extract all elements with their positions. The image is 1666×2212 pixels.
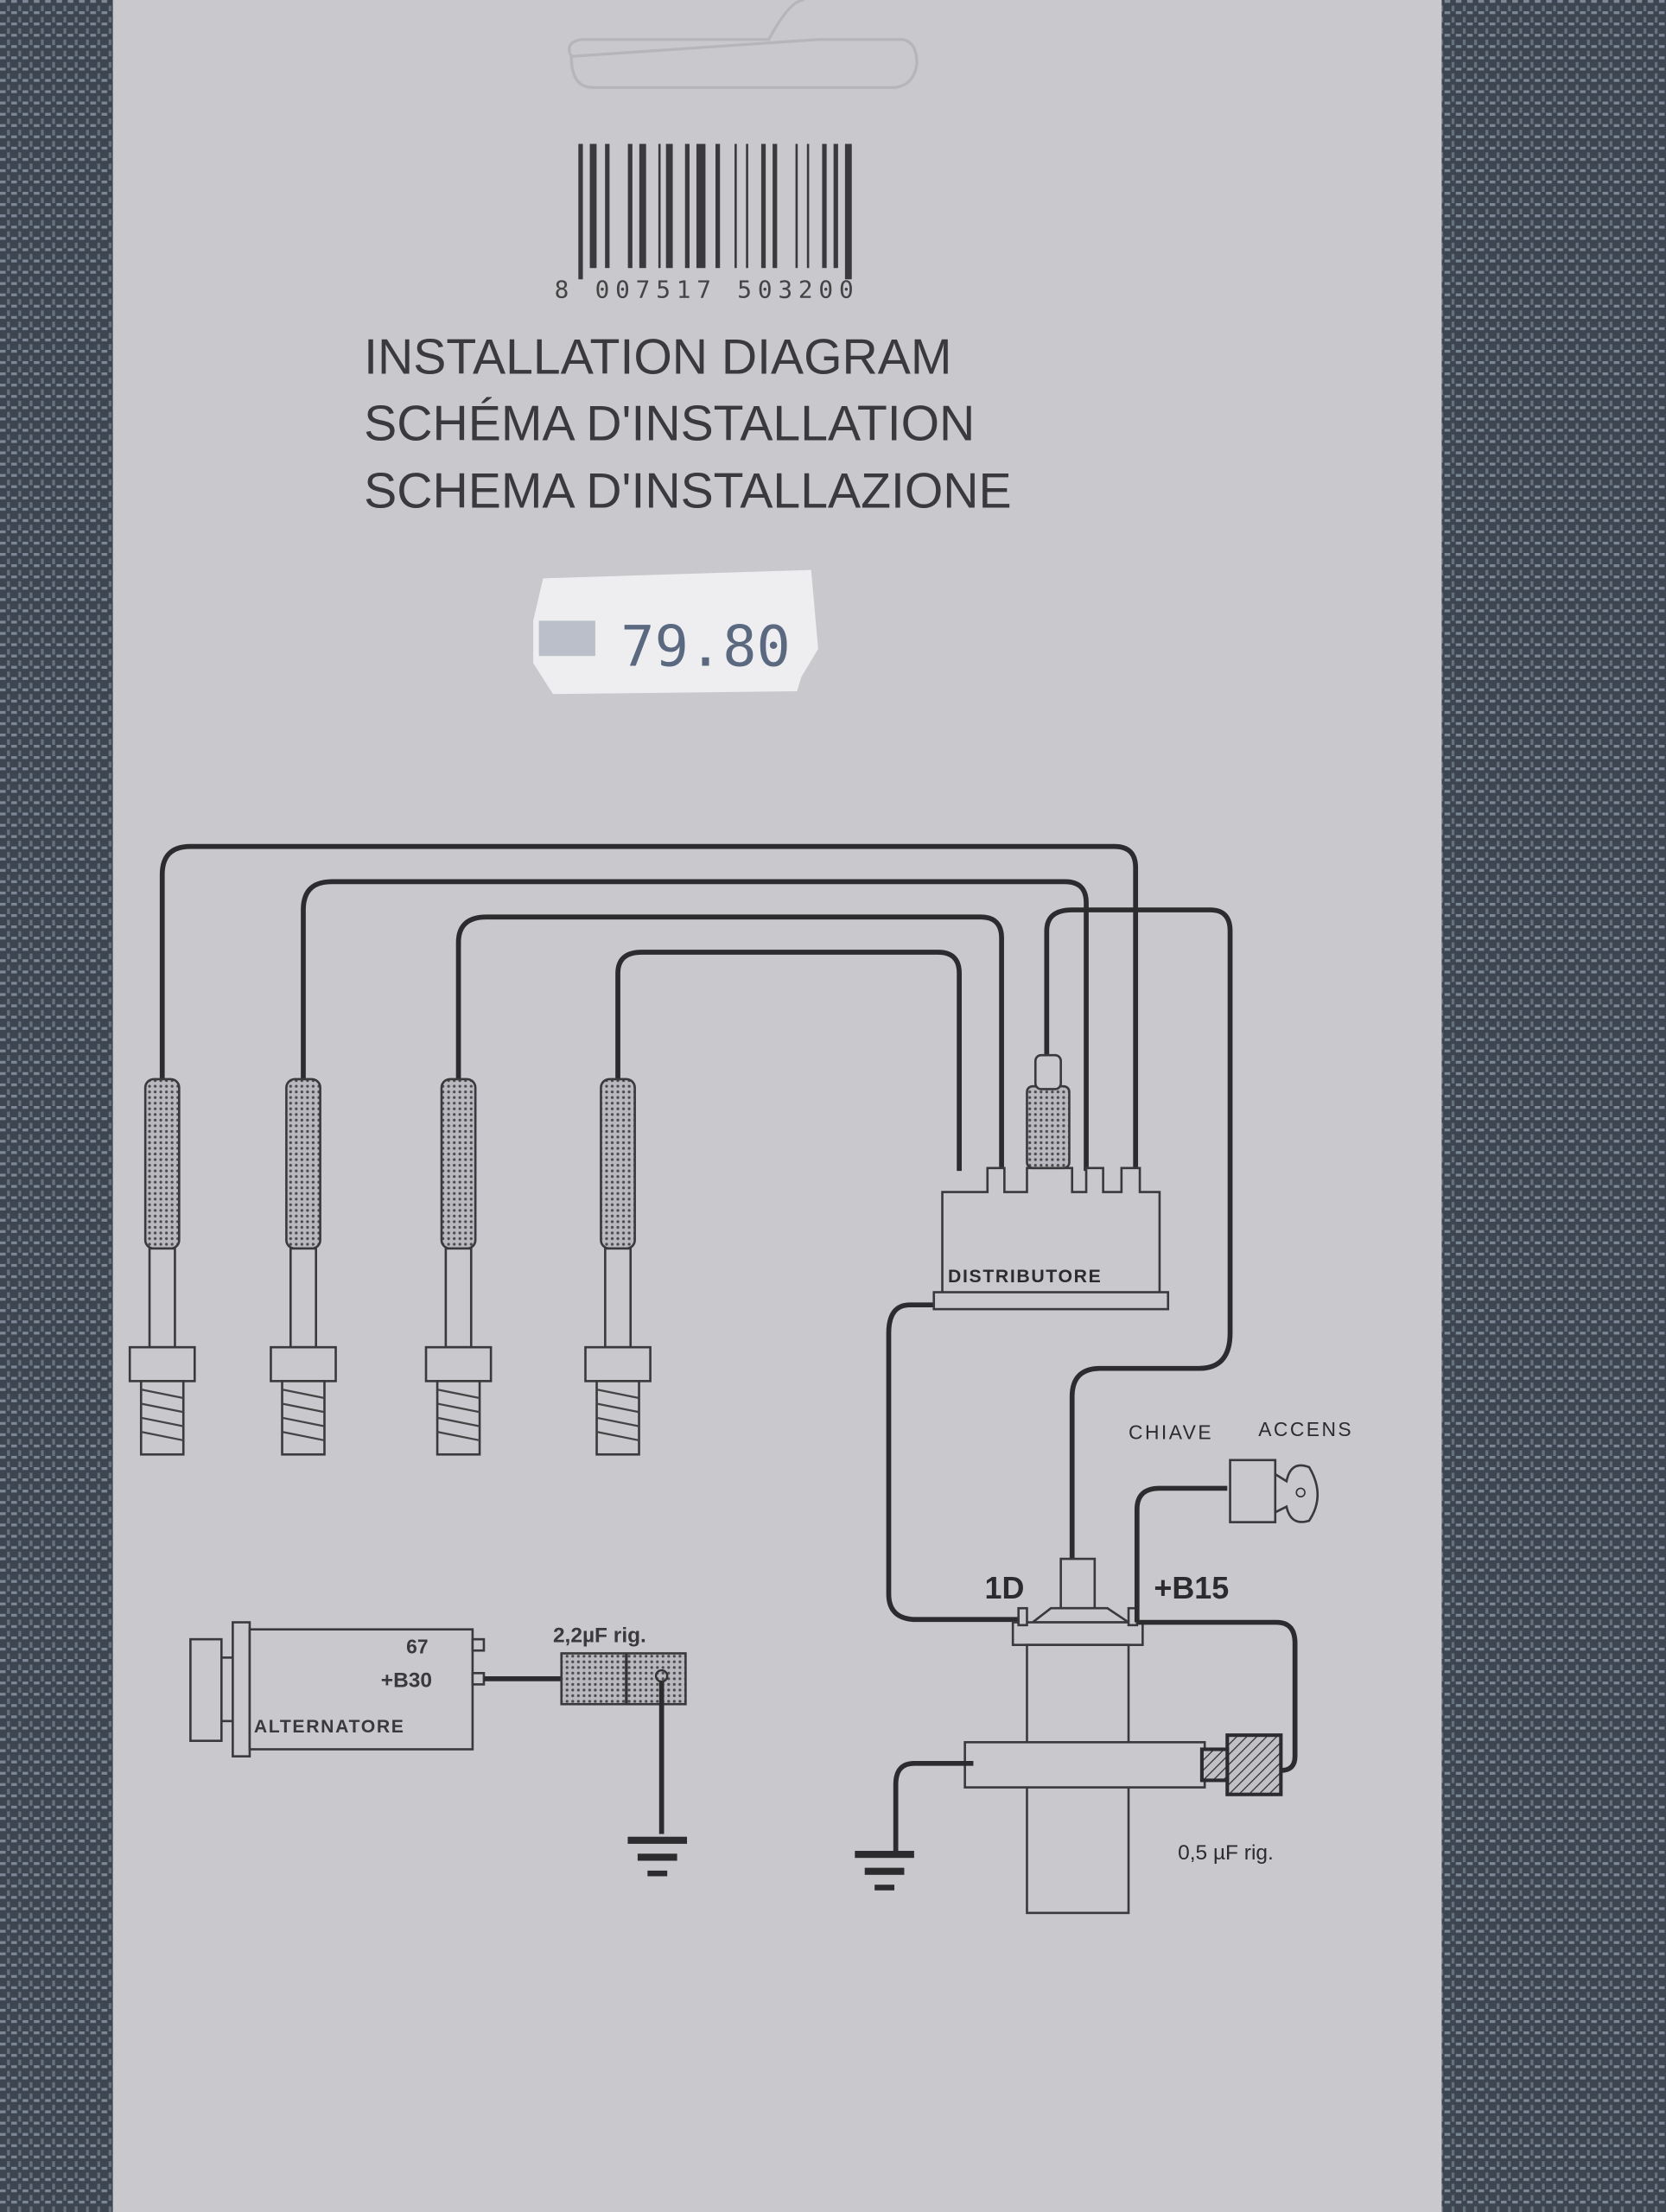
barcode-bar [684,143,690,269]
ground-symbol-icon [855,1851,914,1891]
spark-plug [424,1077,493,1456]
barcode-bar [665,143,673,269]
title-french: SCHÉMA D'INSTALLATION [364,396,975,451]
barcode-bar [589,143,597,269]
barcode-number: 8 007517 503200 [555,275,854,303]
hang-hole-embossing [568,0,919,89]
barcode-bar [605,143,610,269]
spark-plug [584,1077,652,1456]
package-card [112,0,1442,2212]
barcode-bar [806,143,810,269]
barcode-bar [639,143,646,269]
barcode-bar [844,143,852,280]
alternator-terminal-b30: +B30 [381,1669,432,1693]
key-label-accens: ACCENS [1258,1418,1353,1440]
barcode [578,143,852,280]
coil-terminal-b15: +B15 [1154,1570,1229,1605]
alternator: 67 +B30 ALTERNATORE 2,2µF rig. [189,1621,687,1834]
barcode-bar [822,143,827,269]
barcode-bar [696,143,706,269]
alternator-terminal-67: 67 [406,1635,428,1657]
coil-terminal-1d: 1D [984,1570,1024,1605]
alternator-label: ALTERNATORE [254,1717,405,1737]
title-english: INSTALLATION DIAGRAM [364,330,951,385]
price-tag: 79.80 [533,569,818,695]
key-label-chiave: CHIAVE [1129,1421,1213,1443]
price-value: 79.80 [620,614,791,680]
barcode-bar [734,143,737,269]
ignition-coil: 1D +B15 0,5 µF rig. [893,1485,1298,1915]
spark-plug [270,1077,337,1456]
ground-symbol-icon [627,1836,688,1877]
coil-capacitor-label: 0,5 µF rig. [1178,1841,1274,1865]
barcode-bar [578,143,583,280]
barcode-bar [773,143,778,269]
barcode-bar [746,143,748,269]
spark-plug [128,1077,196,1456]
distributor: DISTRIBUTORE [932,1053,1170,1311]
barcode-bar [658,143,661,269]
barcode-bar [715,143,721,269]
alternator-capacitor-label: 2,2µF rig. [553,1624,646,1647]
barcode-bar [760,143,766,269]
ignition-key-icon: CHIAVE ACCENS [1129,1418,1353,1523]
distributor-label: DISTRIBUTORE [948,1267,1102,1287]
title-italian: SCHEMA D'INSTALLAZIONE [364,464,1011,519]
barcode-bar [833,143,838,269]
barcode-bar [627,143,633,269]
ht-leads [159,843,1233,1623]
barcode-bar [795,143,798,269]
